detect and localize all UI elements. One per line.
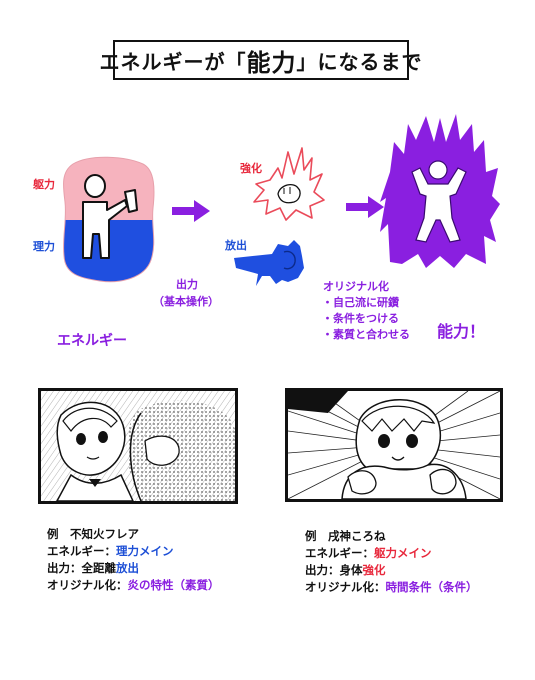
example-heading: 例 戌神ころね — [305, 529, 386, 543]
manga-illustration — [288, 391, 500, 499]
energy-value: 理力メイン — [116, 544, 174, 558]
orig-prefix: オリジナル化： — [47, 578, 128, 592]
title-suffix: 」になるまで — [296, 49, 423, 74]
page-title: エネルギーが「能力」になるまで — [100, 40, 422, 80]
originalize-item: ・条件をつける — [322, 312, 399, 325]
title-bold: 能力 — [246, 48, 297, 77]
ability-label: 能力！ — [437, 322, 486, 341]
energy-blob-figure — [62, 156, 155, 283]
output-prefix: 出力：身体 — [305, 563, 363, 577]
output-value: 放出 — [116, 561, 139, 575]
energy-value: 躯力メイン — [374, 546, 432, 560]
originalize-item: ・自己流に研鑽 — [322, 296, 399, 309]
output-label: 出力 — [176, 278, 198, 291]
example-heading: 例 不知火フレア — [47, 527, 139, 541]
manga-panel-korone — [285, 388, 503, 502]
energy-prefix: エネルギー： — [305, 546, 374, 560]
originalize-item: ・素質と合わせる — [322, 328, 410, 341]
example-orig-line: オリジナル化：炎の特性（素質） — [47, 577, 220, 594]
example-energy-line: エネルギー：理力メイン — [47, 543, 220, 560]
example-output-line: 出力：全距離放出 — [47, 560, 220, 577]
output-value: 強化 — [362, 563, 386, 577]
person-silhouette-icon — [82, 174, 138, 259]
fist-icon — [253, 147, 325, 221]
release-label: 放出 — [225, 239, 247, 252]
originalize-title: オリジナル化 — [323, 280, 389, 293]
energy-label: エネルギー — [57, 333, 127, 349]
example-energy-line: エネルギー：躯力メイン — [305, 545, 478, 562]
title-prefix: エネルギーが「 — [99, 49, 247, 74]
energy-prefix: エネルギー： — [47, 544, 116, 558]
orig-value: 炎の特性（素質） — [127, 578, 220, 592]
example-orig-line: オリジナル化：時間条件（条件） — [305, 579, 478, 596]
arrow-right-icon — [346, 196, 384, 218]
strengthen-label: 強化 — [240, 162, 262, 175]
example-flare: 例 不知火フレア エネルギー：理力メイン 出力：全距離放出 オリジナル化：炎の特… — [47, 526, 220, 594]
example-output-line: 出力：身体強化 — [305, 562, 478, 579]
spiritual-label: 理力 — [33, 240, 55, 253]
orig-prefix: オリジナル化： — [305, 580, 386, 594]
energy-blast-icon — [234, 240, 304, 286]
orig-value: 時間条件（条件） — [385, 580, 478, 594]
manga-panel-flare — [38, 388, 238, 504]
output-prefix: 出力：全距離 — [47, 561, 116, 575]
arrow-right-icon — [172, 200, 210, 222]
person-silhouette-icon — [411, 160, 467, 243]
manga-illustration — [41, 391, 235, 501]
physical-label: 躯力 — [33, 178, 55, 191]
example-korone: 例 戌神ころね エネルギー：躯力メイン 出力：身体強化 オリジナル化：時間条件（… — [305, 528, 478, 596]
aura-figure-icon — [380, 114, 500, 268]
output-sub: （基本操作） — [153, 295, 219, 308]
